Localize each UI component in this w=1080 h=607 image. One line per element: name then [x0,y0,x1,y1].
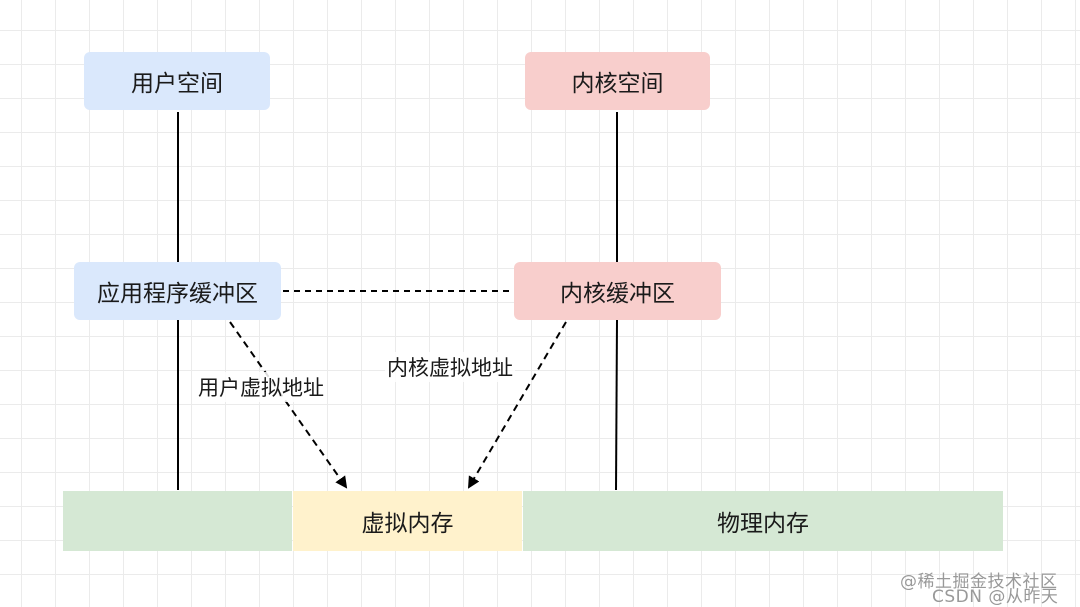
kernel-virtual-address-label: 内核虚拟地址 [385,352,515,382]
kernel-space-node: 内核空间 [525,52,710,110]
memory-left-block [63,491,292,551]
kernel-buffer-node: 内核缓冲区 [514,262,721,320]
user-virtual-address-arrow [229,321,348,489]
physical-memory-node: 物理内存 [523,491,1003,551]
kernel-virtual-address-arrow [467,321,567,489]
juejin-watermark: @稀土掘金技术社区 [900,572,1058,592]
virtual-memory-node: 虚拟内存 [293,491,522,551]
app-buffer-node: 应用程序缓冲区 [74,262,281,320]
user-virtual-address-label: 用户虚拟地址 [196,372,326,402]
kernel-lifeline-bottom [615,319,618,491]
user-space-node: 用户空间 [84,52,270,110]
csdn-watermark: CSDN @从昨天 [932,587,1059,607]
